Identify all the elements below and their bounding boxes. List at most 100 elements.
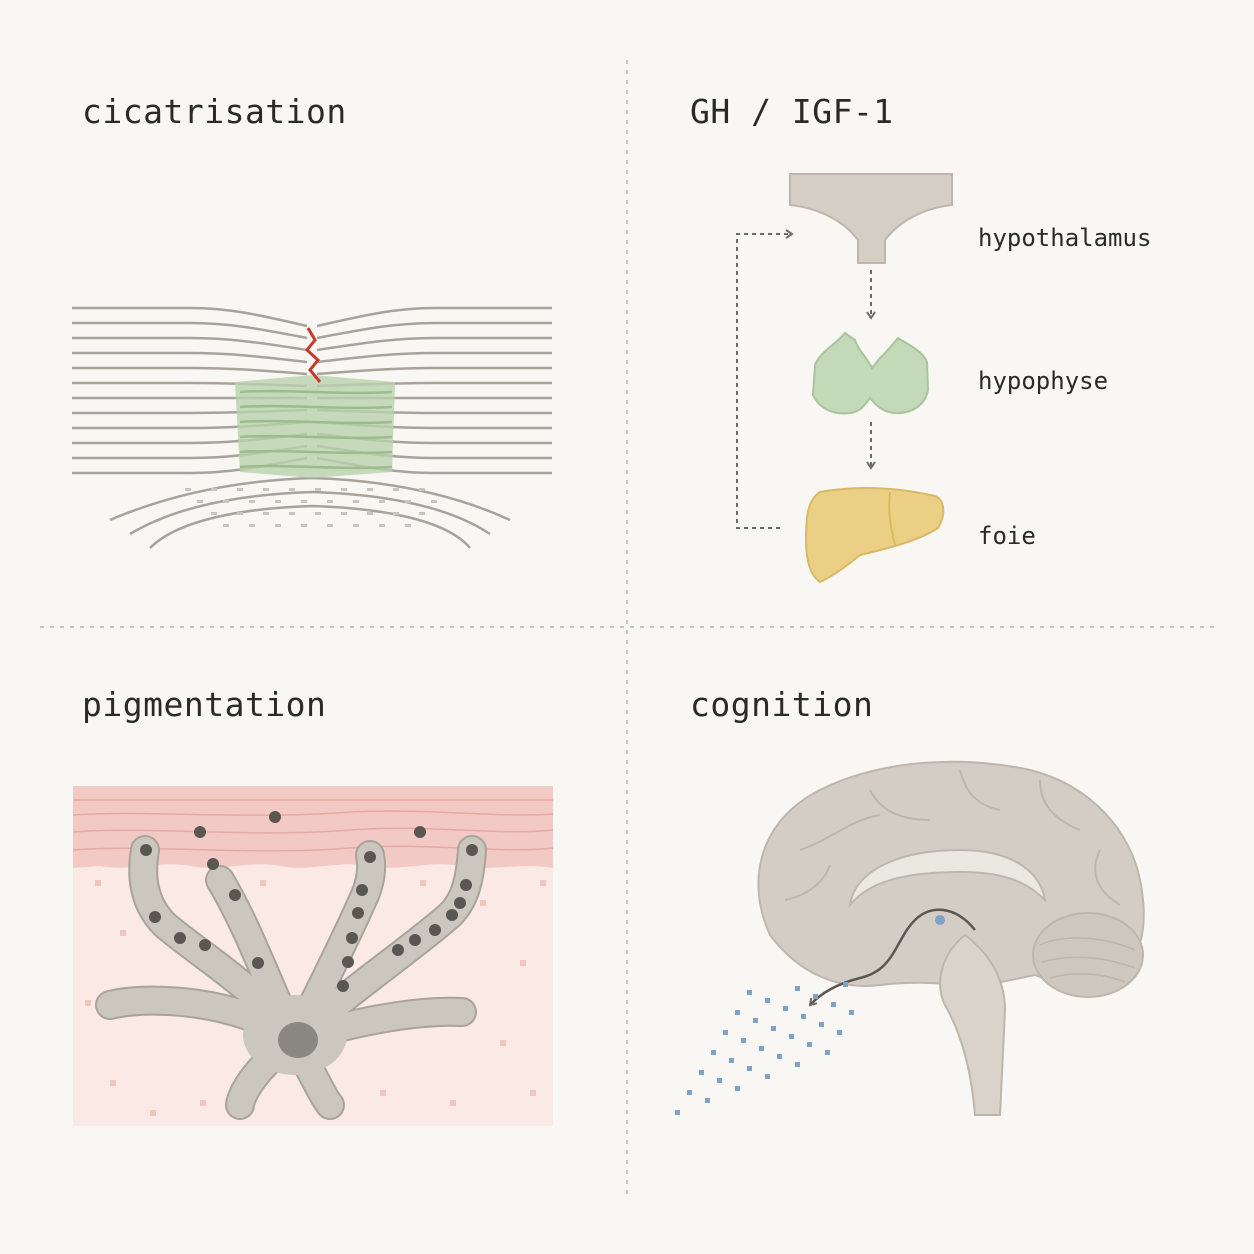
signal-dot — [789, 1034, 794, 1039]
dermis-dot — [197, 500, 203, 503]
melanin-granule — [409, 934, 421, 946]
melanin-granules — [140, 811, 478, 992]
skin-line — [72, 306, 308, 328]
dermis-speck — [95, 880, 101, 886]
dermis-speck — [110, 1080, 116, 1086]
dermis-dot — [341, 512, 347, 515]
dermis-dot — [249, 524, 255, 527]
scar-line — [239, 419, 393, 425]
cerebellum-folia — [1039, 937, 1136, 983]
dermis-dot — [211, 512, 217, 515]
signal-dot — [675, 1110, 680, 1115]
signal-dot — [705, 1098, 710, 1103]
dermis-speck — [520, 960, 526, 966]
dermis-dot — [315, 512, 321, 515]
hypothalamus-icon — [789, 173, 953, 264]
hypothalamus-dot — [935, 915, 945, 925]
melanin-granule — [356, 884, 368, 896]
dermis-dot — [185, 488, 191, 491]
scar-line — [239, 449, 393, 455]
melanin-granule — [446, 909, 458, 921]
signal-dot — [825, 1050, 830, 1055]
dermis-dot — [393, 488, 399, 491]
dermis-speck — [530, 1090, 536, 1096]
dermis-dot — [367, 512, 373, 515]
skin-line — [316, 351, 552, 364]
melanin-granule — [414, 826, 426, 838]
dermis-dot — [237, 512, 243, 515]
liver-label: foie — [978, 522, 1036, 550]
melanin-granule — [337, 980, 349, 992]
dermis-dots — [185, 488, 437, 527]
skin-line — [72, 366, 308, 376]
signal-dot — [765, 1074, 770, 1079]
skin-line — [316, 336, 552, 352]
scar-line — [239, 404, 393, 410]
dermis-dot — [263, 512, 269, 515]
melanin-granule — [149, 911, 161, 923]
dermis-speck — [450, 1100, 456, 1106]
signal-dot — [783, 1006, 788, 1011]
dermis-dot — [353, 524, 359, 527]
signal-dot — [747, 1066, 752, 1071]
melanin-granule — [140, 844, 152, 856]
dermis-speck — [500, 1040, 506, 1046]
brainstem — [939, 933, 1007, 1116]
signal-dot — [807, 1042, 812, 1047]
liver-lobe-line — [888, 491, 896, 546]
skin-line — [149, 504, 471, 549]
melanin-granule — [269, 811, 281, 823]
dermis-dot — [275, 500, 281, 503]
dermis-dot — [249, 500, 255, 503]
healing-panel-title: cicatrisation — [82, 92, 347, 131]
scar-line — [239, 464, 393, 470]
dermis-dot — [431, 500, 437, 503]
panel-dividers — [40, 60, 1214, 1200]
dermis-dot — [327, 524, 333, 527]
melanin-granule — [252, 957, 264, 969]
signal-dot — [795, 1062, 800, 1067]
pituitary-label: hypophyse — [978, 367, 1109, 395]
signal-dot — [711, 1050, 716, 1055]
signal-path-arrow — [808, 908, 976, 1007]
signal-dot — [771, 1026, 776, 1031]
corpus-callosum — [848, 848, 1047, 909]
signal-dot — [699, 1070, 704, 1075]
dermis-speck — [260, 880, 266, 886]
signal-dot — [687, 1090, 692, 1095]
healing-illustration — [72, 306, 552, 549]
cerebellum — [1032, 912, 1144, 998]
melanin-granule — [429, 924, 441, 936]
dermis-dot — [367, 488, 373, 491]
melanin-granule — [174, 932, 186, 944]
pituitary-icon — [811, 331, 930, 415]
skin-line — [316, 321, 552, 340]
hormone-axis — [736, 173, 953, 584]
pigmentation-illustration — [72, 786, 554, 1126]
hormone-panel-title: GH / IGF-1 — [690, 92, 894, 131]
skin-line — [316, 306, 552, 328]
dermis-dot — [419, 488, 425, 491]
dermis-dot — [405, 500, 411, 503]
skin-line — [316, 366, 552, 376]
melanin-granule — [207, 858, 219, 870]
melanin-granule — [342, 956, 354, 968]
dermis-speck — [85, 1000, 91, 1006]
dermis-dot — [263, 488, 269, 491]
melanin-granule — [229, 889, 241, 901]
cognition-panel-title: cognition — [690, 685, 874, 724]
signal-dot — [849, 1010, 854, 1015]
signal-dot — [837, 1030, 842, 1035]
melanin-granule — [194, 826, 206, 838]
dashed-feedback-arrow-icon — [736, 229, 794, 529]
melanin-granule — [466, 844, 478, 856]
signal-dot — [747, 990, 752, 995]
signal-dot — [735, 1010, 740, 1015]
dermis-speck — [150, 1110, 156, 1116]
dermis-dot — [379, 500, 385, 503]
melanin-granule — [346, 932, 358, 944]
dermis-dot — [301, 524, 307, 527]
dermis-speck — [420, 880, 426, 886]
dermis-dot — [393, 512, 399, 515]
